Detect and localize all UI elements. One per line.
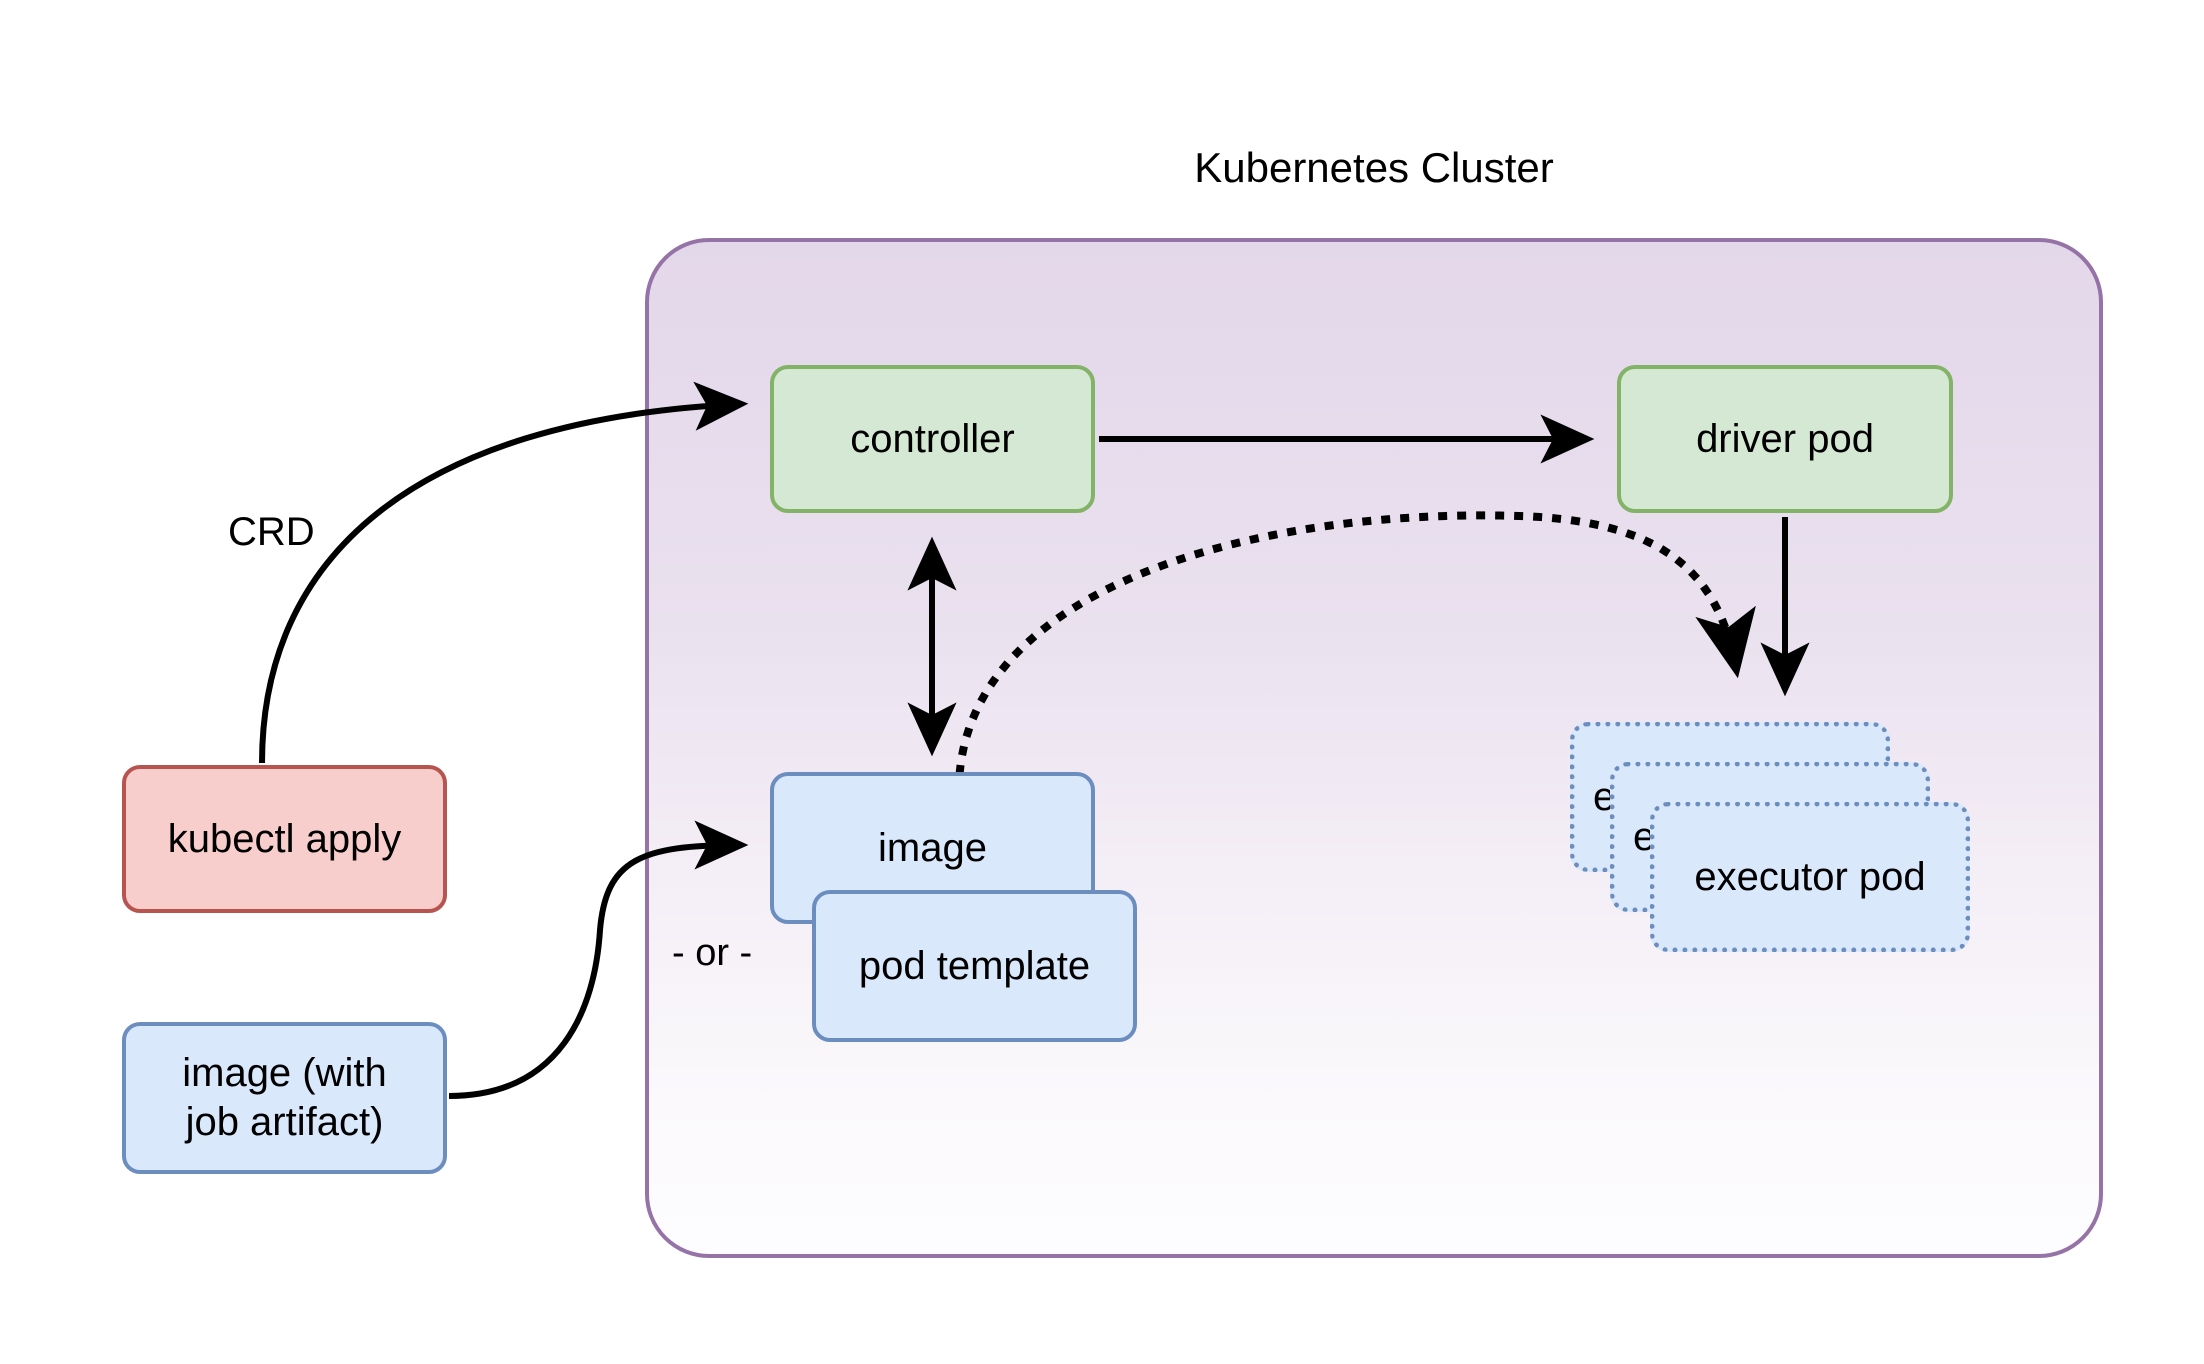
node-controller-label: controller (850, 416, 1015, 461)
node-image-with-job-artifact-label: image (with job artifact) (182, 1049, 387, 1147)
node-kubectl-apply[interactable]: kubectl apply (122, 765, 447, 913)
node-executor-pod-back-label: e (1593, 774, 1616, 819)
node-executor-pod-middle-label: e (1633, 814, 1656, 859)
node-image-job-line2: job artifact) (185, 1100, 384, 1144)
node-image-with-job-artifact[interactable]: image (with job artifact) (122, 1022, 447, 1174)
node-driver-pod-label: driver pod (1696, 416, 1874, 461)
node-image-job-line1: image (with (182, 1051, 387, 1096)
node-kubectl-apply-label: kubectl apply (167, 816, 402, 861)
node-driver-pod[interactable]: driver pod (1617, 365, 1953, 513)
or-label: - or - (672, 932, 753, 974)
edge-label-crd: CRD (228, 510, 315, 554)
node-pod-template[interactable]: pod template (812, 890, 1137, 1042)
node-executor-pod-front-label: executor pod (1694, 854, 1926, 899)
node-executor-pod-front[interactable]: executor pod (1650, 802, 1970, 952)
node-controller[interactable]: controller (770, 365, 1095, 513)
cluster-title: Kubernetes Cluster (1194, 144, 1554, 191)
node-pod-template-label: pod template (858, 943, 1091, 988)
node-image-label: image (878, 825, 987, 870)
